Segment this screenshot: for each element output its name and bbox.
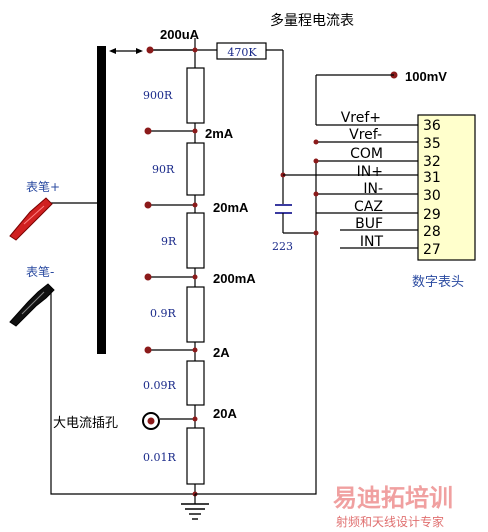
- pin-name-caz: CAZ: [354, 199, 383, 215]
- pin-name-com: COM: [350, 146, 383, 162]
- r-0-9r-body: [186, 286, 205, 343]
- pin-name-vref-minus: Vref-: [349, 127, 382, 143]
- high-current-jack-icon: [142, 412, 160, 430]
- capacitor-label: 223: [272, 240, 293, 253]
- r-0-01r-label: 0.01R: [143, 451, 176, 464]
- pin-name-int: INT: [360, 234, 384, 250]
- range-contact-20ma: [144, 201, 198, 209]
- probe-plus-label: 表笔+: [26, 179, 60, 194]
- ground-icon: [181, 491, 209, 520]
- range-contact-2a: [144, 346, 198, 354]
- probe-minus-icon: [9, 283, 195, 495]
- r-470k-label: 470K: [227, 46, 257, 59]
- pin-num-35: 35: [423, 136, 441, 152]
- pin-num-36: 36: [423, 118, 441, 134]
- chip-label: 数字表头: [412, 275, 464, 290]
- r-900r-label: 900R: [143, 89, 173, 102]
- high-current-jack-label: 大电流插孔: [53, 416, 118, 431]
- range-label-2ma: 2mA: [205, 126, 234, 141]
- pin-name-buf: BUF: [355, 216, 383, 232]
- range-label-20ma: 20mA: [213, 200, 249, 215]
- pin-num-32: 32: [423, 154, 441, 170]
- range-label-200ma: 200mA: [213, 271, 256, 286]
- range-contact-200ua: [146, 46, 198, 54]
- range-contact-20a: [160, 416, 198, 422]
- pin-num-30: 30: [423, 188, 441, 204]
- switch-arrow-icon: [109, 48, 143, 54]
- watermark-main: 易迪拓培训: [333, 484, 453, 512]
- pin-num-27: 27: [423, 242, 441, 258]
- r-900r-body: [186, 67, 205, 124]
- range-contact-200ma: [144, 273, 198, 281]
- r-0-01r-body: [186, 427, 205, 485]
- diagram-title: 多量程电流表: [270, 12, 354, 29]
- range-label-200ua: 200uA: [160, 27, 200, 42]
- probe-plus-icon: [9, 197, 97, 241]
- r-0-09r-label: 0.09R: [143, 379, 176, 392]
- r-90r-body: [186, 142, 205, 196]
- range-contact-2ma: [144, 127, 198, 135]
- watermark-sub: 射频和天线设计专家: [336, 514, 444, 529]
- voltage-label: 100mV: [405, 69, 447, 84]
- range-label-2a: 2A: [213, 345, 230, 360]
- r-90r-label: 90R: [152, 163, 175, 176]
- pin-name-in-minus: IN-: [363, 181, 383, 197]
- pin-name-vref-plus: Vref+: [341, 110, 381, 126]
- capacitor-icon: [275, 172, 319, 236]
- probe-minus-label: 表笔-: [26, 264, 54, 279]
- chip-box: [417, 114, 476, 261]
- r-0-9r-label: 0.9R: [150, 307, 176, 320]
- range-label-20a: 20A: [213, 406, 237, 421]
- range-switch-bar: [97, 46, 106, 354]
- pin-name-in-plus: IN+: [357, 164, 383, 180]
- r-9r-body: [186, 212, 205, 269]
- voltage-ref: [315, 71, 398, 125]
- r-470k-body: [216, 42, 267, 60]
- r-9r-label: 9R: [161, 235, 177, 248]
- pin-num-28: 28: [423, 224, 441, 240]
- r-0-09r-body: [186, 360, 205, 406]
- pin-num-31: 31: [423, 170, 441, 186]
- watermark: 易迪拓培训 射频和天线设计专家: [333, 484, 453, 529]
- pin-num-29: 29: [423, 207, 441, 223]
- chip-pins: [283, 124, 418, 249]
